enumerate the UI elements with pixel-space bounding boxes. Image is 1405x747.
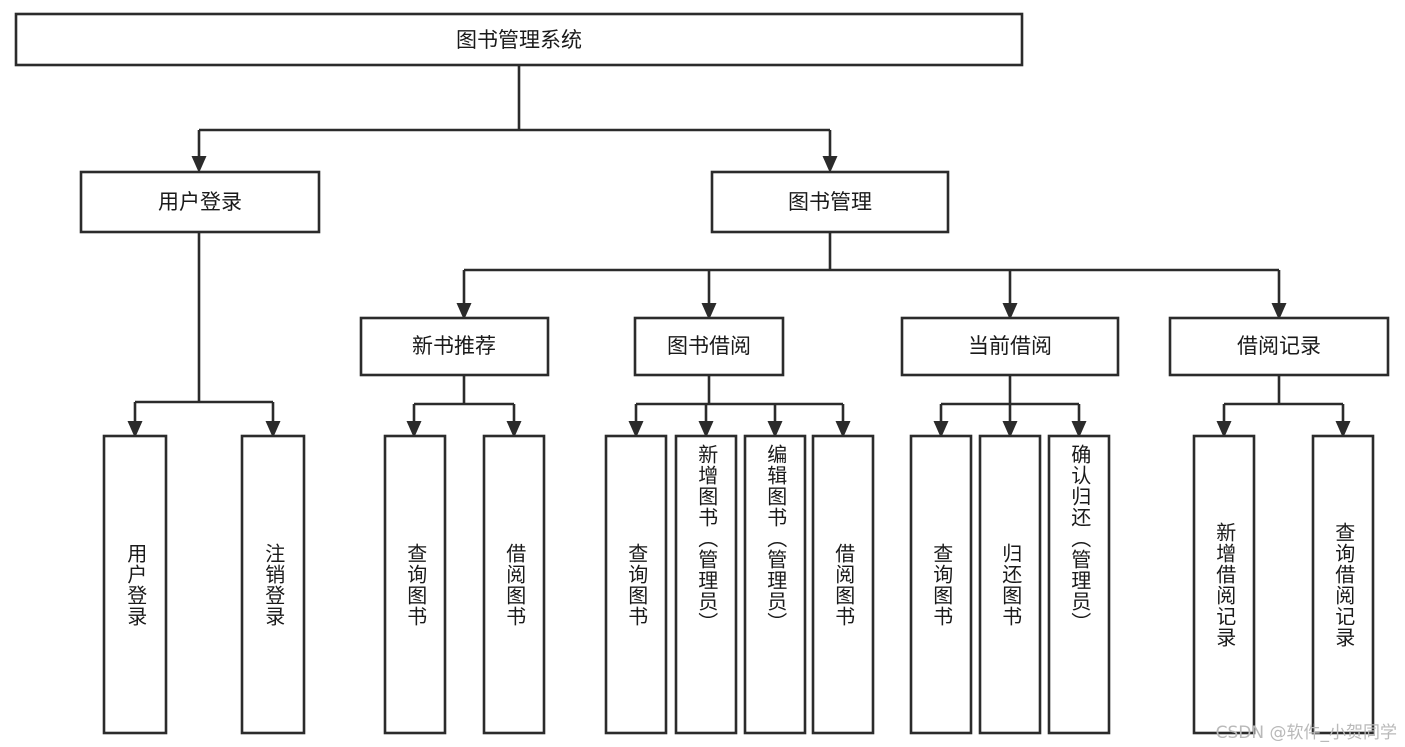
leaf-box-new-book-1 <box>482 434 546 735</box>
node-label-borrow-record: 借阅记录 <box>1237 334 1321 358</box>
leaf-box-current-borrow-1 <box>978 434 1042 735</box>
node-borrow-record[interactable]: 借阅记录 <box>1168 316 1390 377</box>
leaf-box-borrow-record-1 <box>1311 434 1375 735</box>
node-label-current-borrow: 当前借阅 <box>968 334 1052 358</box>
leaf-box-current-borrow-2 <box>1047 434 1111 735</box>
edges-user-login <box>127 232 281 438</box>
edges-root <box>191 65 838 173</box>
node-label-book-manage: 图书管理 <box>788 190 872 214</box>
leaf-boxes-borrow-record[interactable] <box>1192 434 1375 735</box>
edges-borrow-record <box>1216 375 1351 438</box>
edges-current-borrow <box>933 375 1087 438</box>
leaf-box-current-borrow-0 <box>909 434 973 735</box>
leaf-box-borrow-record-0 <box>1192 434 1256 735</box>
leaf-box-user-login-1 <box>240 434 306 735</box>
leaf-box-book-borrow-3 <box>811 434 875 735</box>
node-root[interactable]: 图书管理系统 <box>14 12 1024 67</box>
node-book-borrow[interactable]: 图书借阅 <box>633 316 785 377</box>
leaf-boxes-current-borrow[interactable] <box>909 434 1111 735</box>
edges-book-manage <box>456 232 1287 320</box>
leaf-box-user-login-0 <box>102 434 168 735</box>
leaf-box-new-book-0 <box>383 434 447 735</box>
leaf-boxes-user-login[interactable] <box>102 434 306 735</box>
node-label-user-login: 用户登录 <box>158 190 242 214</box>
edges-new-book <box>406 375 522 438</box>
node-book-manage[interactable]: 图书管理 <box>710 170 950 234</box>
node-label-new-book-recommend: 新书推荐 <box>412 334 496 358</box>
watermark-text: CSDN @软件_小贺同学 <box>1215 723 1397 743</box>
leaf-box-book-borrow-2 <box>743 434 807 735</box>
leaf-boxes-book-borrow[interactable] <box>604 434 875 735</box>
leaf-box-book-borrow-0 <box>604 434 668 735</box>
node-user-login[interactable]: 用户登录 <box>79 170 321 234</box>
leaf-box-book-borrow-1 <box>674 434 738 735</box>
node-new-book-recommend[interactable]: 新书推荐 <box>359 316 550 377</box>
leaf-boxes-new-book-recommend[interactable] <box>383 434 546 735</box>
node-current-borrow[interactable]: 当前借阅 <box>900 316 1120 377</box>
root-label: 图书管理系统 <box>456 28 582 52</box>
node-label-book-borrow: 图书借阅 <box>667 334 751 358</box>
edges-book-borrow <box>628 375 851 438</box>
